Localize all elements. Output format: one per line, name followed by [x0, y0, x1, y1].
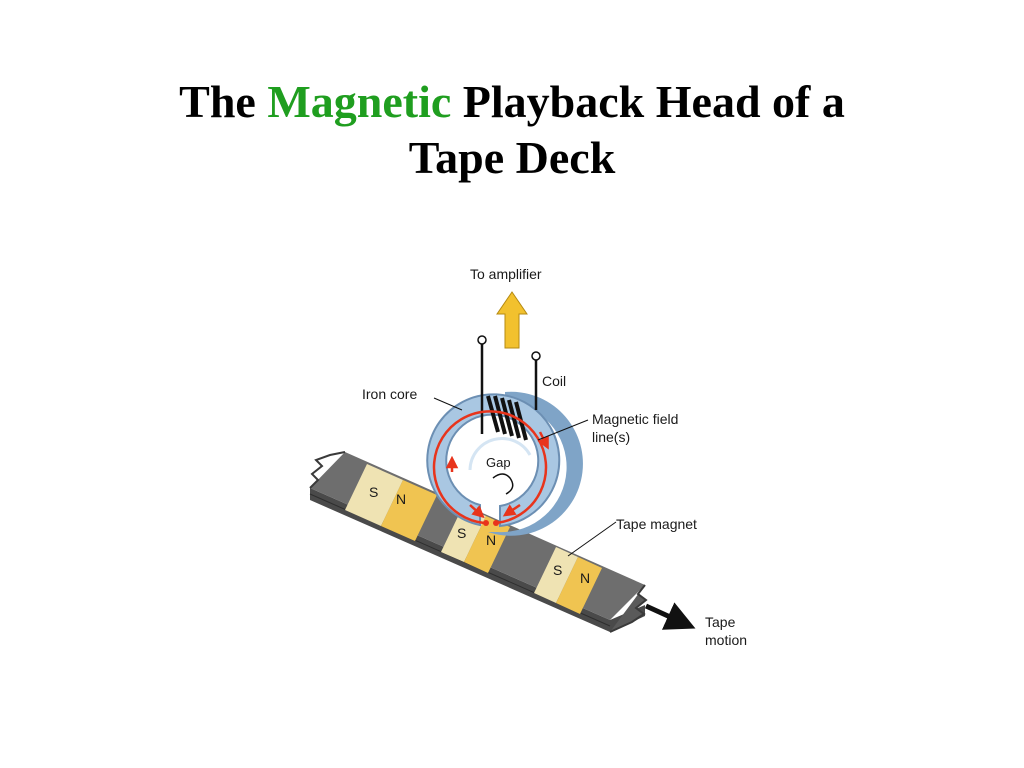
label-to-amplifier: To amplifier: [470, 266, 542, 282]
title-accent-word: Magnetic: [267, 76, 452, 127]
pole-s-3: S: [553, 562, 562, 578]
pole-n-1: N: [396, 491, 406, 507]
magnetic-tape: S N S N S N: [309, 451, 648, 633]
iron-core: [426, 391, 583, 536]
title-line-2: Tape Deck: [408, 132, 616, 183]
pole-s-2: S: [457, 525, 466, 541]
slide-title: The Magnetic Playback Head of a Tape Dec…: [0, 74, 1024, 186]
leader-iron-core: [433, 397, 463, 411]
terminal-right: [531, 351, 541, 361]
label-magnetic-field-1: Magnetic field: [592, 411, 678, 427]
label-coil: Coil: [542, 373, 566, 389]
tape-right-end: [609, 584, 648, 633]
title-part-2: Playback Head of a: [451, 76, 845, 127]
magnetic-field-lines: [432, 410, 549, 526]
label-gap: Gap: [486, 455, 511, 470]
tape-left-end: [309, 451, 346, 489]
pole-s-1: S: [369, 484, 378, 500]
pole-n-2: N: [486, 532, 496, 548]
leader-tape-magnet: [567, 521, 617, 557]
coil: [477, 335, 541, 441]
gap-indicator: [492, 473, 514, 495]
arrow-up-icon: [496, 291, 528, 349]
leader-magnetic-field: [537, 419, 589, 441]
label-tape-magnet: Tape magnet: [616, 516, 697, 532]
terminal-left: [477, 335, 487, 345]
tape-magnet-1: S N: [345, 464, 437, 541]
label-iron-core: Iron core: [362, 386, 417, 402]
label-tape-motion-1: Tape: [705, 614, 736, 630]
label-magnetic-field-2: line(s): [592, 429, 630, 445]
tape-magnet-3: S N: [534, 547, 602, 614]
label-tape-motion-2: motion: [705, 632, 747, 648]
pole-n-3: N: [580, 570, 590, 586]
title-part-1: The: [179, 76, 268, 127]
tape-motion-arrow: [644, 602, 696, 630]
